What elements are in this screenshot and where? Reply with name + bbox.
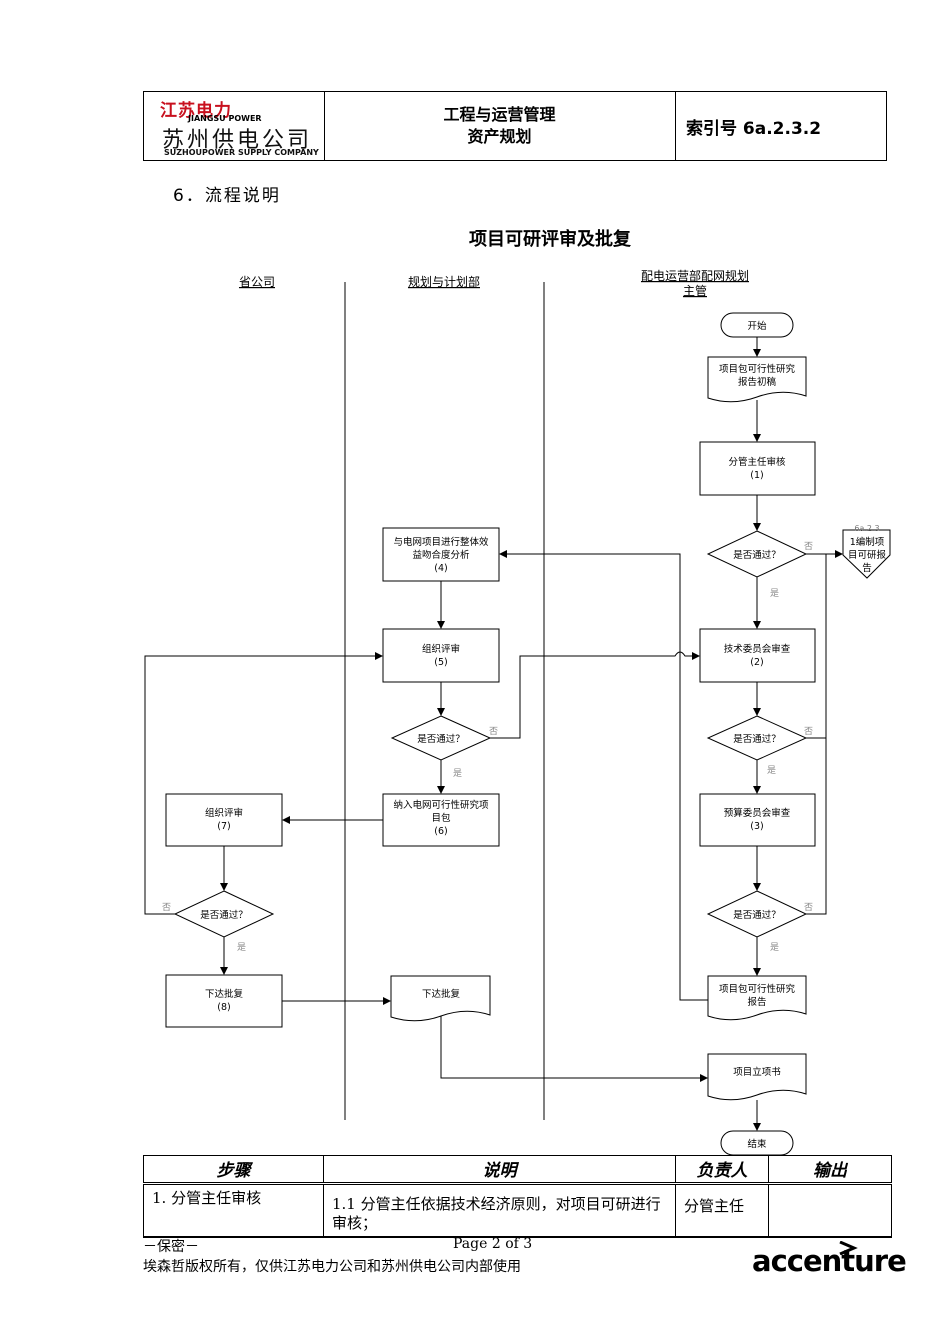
- header-title-line2: 资产规划: [467, 127, 532, 146]
- draft-label-2: 报告初稿: [738, 376, 777, 388]
- no-label: 否: [804, 726, 813, 737]
- lane-header-planning: 规划与计划部: [408, 274, 480, 289]
- connector: [806, 738, 827, 915]
- approval-doc: [707, 1053, 807, 1101]
- section-heading: 6．流程说明: [173, 186, 281, 206]
- offpage-connector: [842, 529, 891, 579]
- issue-approval-doc: [390, 975, 491, 1022]
- report-label-2: 报告: [747, 996, 766, 1008]
- yes-label: 是: [770, 588, 779, 599]
- start-label: 开始: [747, 320, 767, 332]
- analysis-label-2: 益吻合度分析: [412, 549, 470, 561]
- final-report-doc: [707, 975, 807, 1021]
- yes-label: 是: [237, 942, 246, 953]
- header-title-line1: 工程与运营管理: [443, 105, 556, 124]
- flow-title: 项目可研评审及批复: [469, 229, 631, 250]
- end-label: 结束: [747, 1138, 767, 1150]
- output-cell: [768, 1183, 892, 1238]
- yes-label: 是: [453, 768, 462, 779]
- connector: [499, 550, 708, 1001]
- page-number: Page 2 of 3: [453, 1236, 533, 1252]
- logo-branch-cn: 苏州供电公司: [162, 128, 313, 153]
- offpage-label-3: 告: [862, 562, 872, 574]
- index-number: 索引号 6a.2.3.2: [686, 118, 822, 139]
- header-table: 江苏电力 JIANGSU POWER 苏州供电公司 SUZHOUPOWER SU…: [143, 91, 887, 161]
- lane-header-distribution: 配电运营部配网规划: [641, 268, 749, 283]
- include-number: (6): [434, 826, 447, 837]
- report-label: 项目包可行性研究: [719, 983, 796, 995]
- include-box: [382, 793, 500, 847]
- analysis-number: (4): [434, 563, 447, 574]
- yes-label: 是: [767, 765, 776, 776]
- no-label: 否: [804, 541, 813, 552]
- header-description: 说明: [323, 1155, 676, 1185]
- confidential-label: －保密－: [143, 1239, 199, 1255]
- issue8-number: (8): [217, 1002, 230, 1013]
- include-label: 纳入电网可行性研究项: [393, 799, 489, 811]
- step-cell: 1. 分管主任审核: [143, 1183, 324, 1238]
- decision2-label: 是否通过？: [733, 733, 781, 745]
- decision5-label: 是否通过？: [417, 733, 465, 745]
- connector: [490, 651, 700, 739]
- org7-number: (7): [217, 821, 230, 832]
- logo-company-en: JIANGSU POWER: [188, 114, 262, 123]
- draft-label: 项目包可行性研究: [719, 363, 796, 375]
- org5-number: (5): [434, 657, 447, 668]
- issue-doc-label: 下达批复: [422, 988, 461, 1000]
- org-review-5-box: [382, 628, 500, 683]
- review1-number: (1): [750, 470, 763, 481]
- budget-label: 预算委员会审查: [724, 807, 791, 819]
- steps-table: 步骤 说明 负责人 输出 1. 分管主任审核 1.1 分管主任依据技术经济原则，…: [143, 1155, 892, 1238]
- header-output: 输出: [768, 1155, 892, 1185]
- draft-report-doc: [707, 356, 807, 403]
- org7-label: 组织评审: [205, 807, 243, 819]
- header-step: 步骤: [143, 1155, 324, 1185]
- analysis-label: 与电网项目进行整体效: [393, 536, 489, 548]
- issue8-label: 下达批复: [205, 988, 244, 1000]
- budget-review-box: [699, 793, 816, 847]
- include-label-2: 目包: [431, 812, 451, 824]
- connector: [440, 1016, 708, 1082]
- no-label: 否: [162, 902, 171, 913]
- review-1-box: [699, 441, 816, 496]
- accenture-logo: accenture: [752, 1241, 907, 1278]
- approval-doc-label: 项目立项书: [733, 1066, 781, 1078]
- logo-company-cn: 江苏电力: [160, 101, 232, 121]
- copyright-notice: 埃森哲版权所有，仅供江苏电力公司和苏州供电公司内部使用: [143, 1259, 521, 1275]
- review1-label: 分管主任审核: [728, 456, 786, 468]
- footer-divider: [143, 1236, 891, 1237]
- tech-label: 技术委员会审查: [724, 643, 791, 655]
- issue-approval-8-box: [165, 974, 283, 1028]
- offpage-ref: 6a.2.3: [854, 524, 879, 533]
- tech-review-box: [699, 628, 816, 683]
- logo-branch-en: SUZHOUPOWER SUPPLY COMPANY: [164, 148, 319, 157]
- budget-number: (3): [750, 821, 763, 832]
- no-label: 否: [489, 726, 498, 737]
- table-row: 1. 分管主任审核 1.1 分管主任依据技术经济原则，对项目可研进行审核； 分管…: [143, 1183, 892, 1238]
- lane-header-province: 省公司: [239, 275, 275, 289]
- tech-number: (2): [750, 657, 763, 668]
- org5-label: 组织评审: [422, 643, 460, 655]
- lane-header-distribution-2: 主管: [683, 283, 707, 298]
- connector: [144, 652, 383, 915]
- description-cell: 1.1 分管主任依据技术经济原则，对项目可研进行审核；: [323, 1183, 676, 1238]
- decision7-label: 是否通过？: [200, 909, 248, 921]
- owner-cell: 分管主任: [675, 1183, 769, 1238]
- accenture-chevron-icon: [839, 1241, 858, 1255]
- yes-label: 是: [770, 942, 779, 953]
- no-label: 否: [804, 902, 813, 913]
- offpage-label-2: 目可研报: [848, 549, 887, 561]
- header-title: 工程与运营管理 资产规划: [324, 92, 676, 160]
- org-review-7-box: [165, 793, 283, 847]
- decision3-label: 是否通过？: [733, 909, 781, 921]
- header-owner: 负责人: [675, 1155, 769, 1185]
- decision1-label: 是否通过？: [733, 549, 781, 561]
- offpage-label: 1编制项: [850, 536, 885, 548]
- accenture-logo-text: accenture: [752, 1244, 907, 1278]
- logo: 江苏电力 JIANGSU POWER 苏州供电公司 SUZHOUPOWER SU…: [144, 92, 325, 160]
